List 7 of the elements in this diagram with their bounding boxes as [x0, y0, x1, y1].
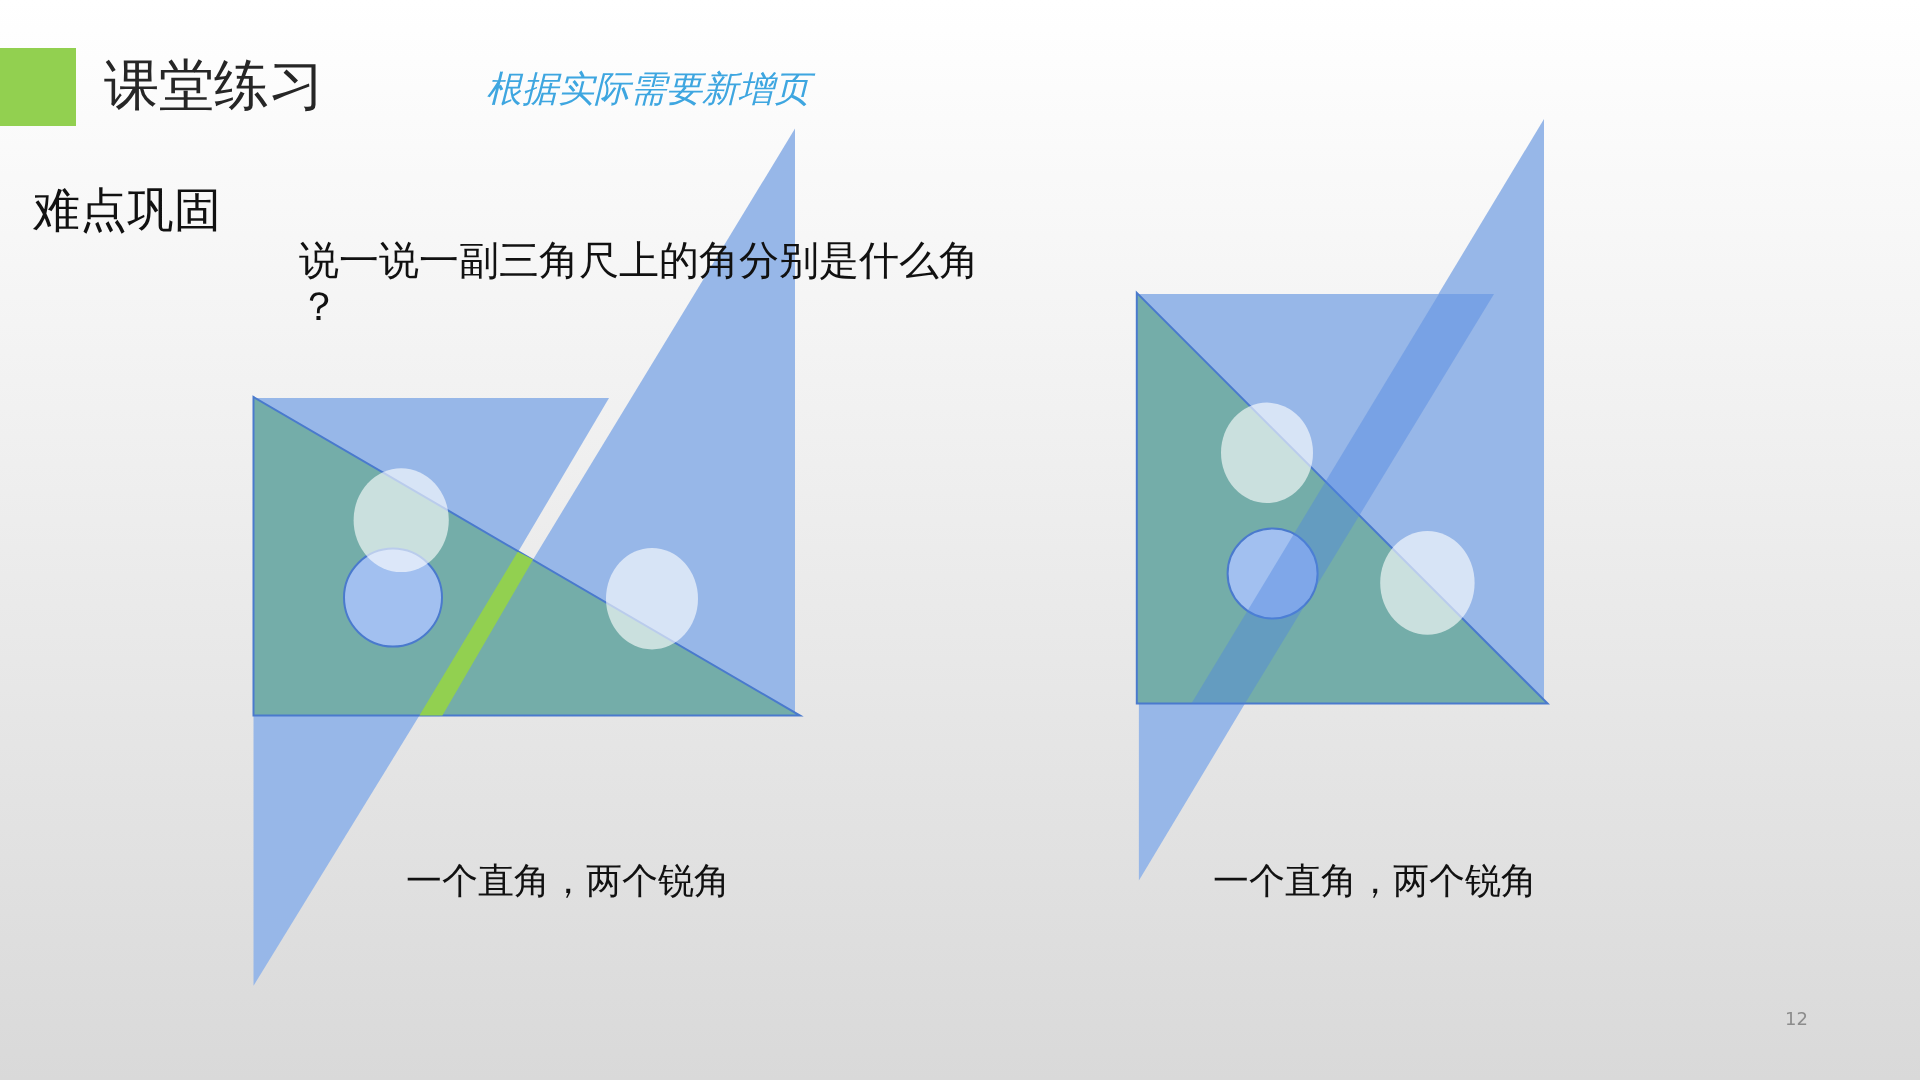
- question-text: 说一说一副三角尺上的角分别是什么角？: [299, 237, 980, 329]
- slide-title: 课堂练习: [104, 54, 324, 118]
- answer-caption: 一个直角，两个锐角: [406, 860, 730, 902]
- page-number: 12: [1785, 1009, 1808, 1030]
- section-heading: 难点巩固: [33, 183, 221, 238]
- template-note: 根据实际需要新增页: [484, 66, 820, 114]
- answer-caption: 一个直角，两个锐角: [1213, 860, 1537, 902]
